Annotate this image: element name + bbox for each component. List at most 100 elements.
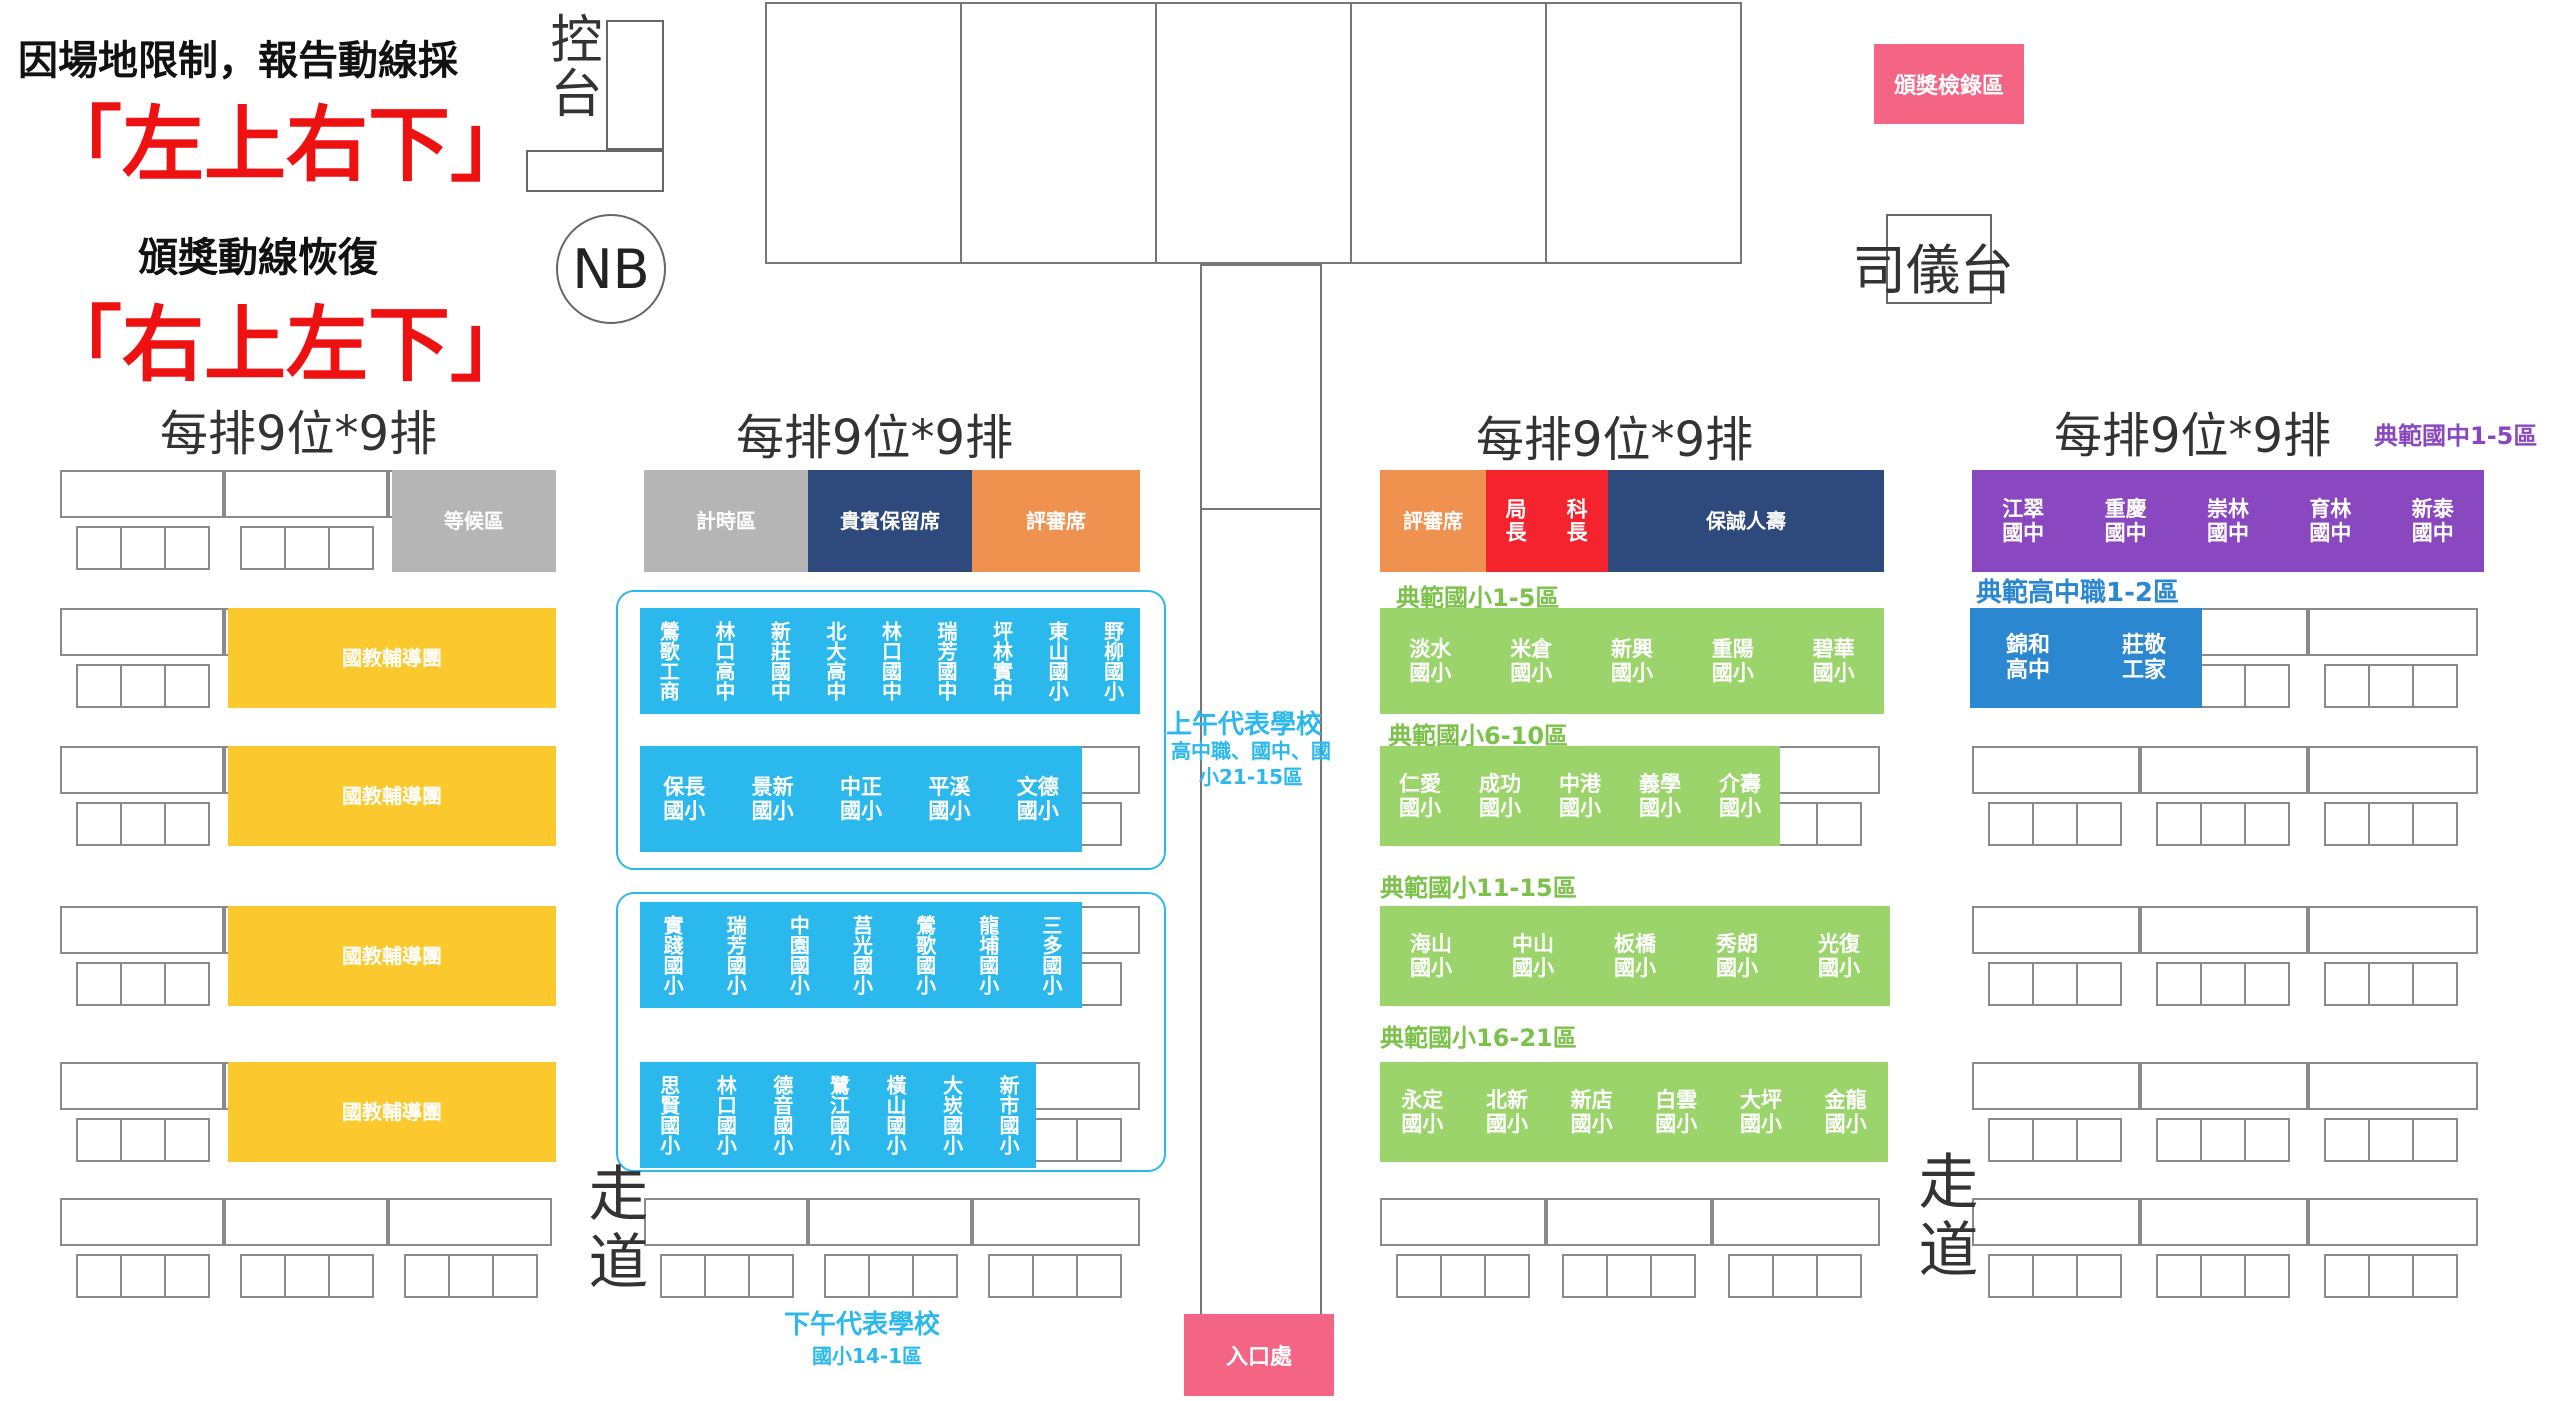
school-label: 重陽國小 <box>1711 636 1754 685</box>
aisle-left-label: 走道 <box>578 1162 648 1298</box>
seat <box>2324 1254 2370 1298</box>
seat-block <box>2140 1198 2308 1246</box>
school-label: 莒光國小 <box>849 915 874 995</box>
seat <box>1076 962 1122 1006</box>
seat <box>2368 802 2414 846</box>
seat-block <box>644 1198 808 1246</box>
seat <box>1076 1254 1122 1298</box>
seat <box>660 1254 706 1298</box>
seat <box>1988 1254 2034 1298</box>
school-label: 新市國小 <box>996 1075 1021 1155</box>
timer-zone-label: 計時區 <box>696 508 756 533</box>
stage-panel <box>960 2 1157 264</box>
seat <box>1484 1254 1530 1298</box>
seat-block <box>2308 1062 2478 1110</box>
director-label: 局長 <box>1503 498 1528 544</box>
school-label: 崇林國中 <box>2206 496 2249 545</box>
es-model-row: 永定國小北新國小新店國小白雲國小大坪國小金龍國小 <box>1380 1062 1888 1162</box>
seat <box>2324 802 2370 846</box>
seat <box>1988 962 2034 1006</box>
school-label: 坪林實中 <box>989 621 1014 701</box>
school-label: 新泰國中 <box>2411 496 2454 545</box>
seat <box>2244 1254 2290 1298</box>
section-3-title: 每排9位*9排 <box>1476 412 1754 468</box>
seat <box>2244 802 2290 846</box>
seat <box>1728 1254 1774 1298</box>
seat <box>2368 1118 2414 1162</box>
seat <box>328 526 374 570</box>
pm-schools-sub: 國小14-1區 <box>812 1344 923 1368</box>
seat <box>164 1118 210 1162</box>
seat <box>284 1254 330 1298</box>
sh-model-label: 典範高中職1-2區 <box>1976 578 2179 608</box>
am-schools-sub: 高中職、國中、國小21-15區 <box>1171 739 1331 789</box>
entrance-label: 入口處 <box>1225 1345 1292 1370</box>
seat <box>748 1254 794 1298</box>
school-label: 錦和高中 <box>2005 632 2050 683</box>
seat <box>2200 802 2246 846</box>
seat-block <box>224 1198 388 1246</box>
seat <box>1988 802 2034 846</box>
school-label: 三多國小 <box>1038 915 1063 995</box>
seat-block <box>60 746 224 794</box>
seat <box>1650 1254 1696 1298</box>
stage-panel <box>1545 2 1742 264</box>
seat <box>2076 1254 2122 1298</box>
pm-school-row: 實踐國小瑞芳國小中園國小莒光國小鶯歌國小龍埔國小三多國小 <box>640 902 1082 1008</box>
seat-block <box>2308 906 2478 954</box>
stage-panel <box>1350 2 1547 264</box>
seat <box>1816 802 1862 846</box>
seat-block <box>2308 1198 2478 1246</box>
school-label: 育林國中 <box>2309 496 2352 545</box>
seat <box>2032 802 2078 846</box>
seat-block <box>60 470 224 518</box>
jh-model-row: 江翠國中重慶國中崇林國中育林國中新泰國中 <box>1972 470 2484 572</box>
es-model-row: 仁愛國小成功國小中港國小義學國小介壽國小 <box>1380 746 1780 846</box>
seat-block <box>60 608 224 656</box>
seat <box>76 526 122 570</box>
seat <box>404 1254 450 1298</box>
am-schools-frame <box>616 590 1166 870</box>
seat <box>2324 664 2370 708</box>
seat <box>2076 962 2122 1006</box>
seat <box>76 962 122 1006</box>
seat <box>120 962 166 1006</box>
school-label: 文德國小 <box>1016 774 1059 823</box>
stage-panel <box>765 2 962 264</box>
seat <box>328 1254 374 1298</box>
emcee-desk <box>1886 214 1992 304</box>
jh-model-label: 典範國中1-5區 <box>2374 422 2538 450</box>
note-report-route: 因場地限制，報告動線採 <box>18 38 458 84</box>
section-4-title: 每排9位*9排 <box>2054 408 2332 464</box>
seat-block <box>2140 746 2308 794</box>
school-label: 中港國小 <box>1558 771 1601 820</box>
seat <box>2412 802 2458 846</box>
seat <box>164 962 210 1006</box>
seat-block <box>2140 1062 2308 1110</box>
school-label: 中正國小 <box>839 774 882 823</box>
school-label: 米倉國小 <box>1510 636 1553 685</box>
school-label: 板橋國小 <box>1613 931 1656 980</box>
director-seat: 局長 <box>1486 470 1544 572</box>
seat <box>2200 1118 2246 1162</box>
school-label: 鶯歌工商 <box>656 621 681 701</box>
seat-block <box>972 1198 1140 1246</box>
school-label: 平溪國小 <box>928 774 971 823</box>
school-label: 北大高中 <box>822 621 847 701</box>
am-school-row: 鶯歌工商林口高中新莊國中北大高中林口國中瑞芳國中坪林實中東山國小野柳國小 <box>640 608 1140 714</box>
seat <box>2244 1118 2290 1162</box>
sponsor-label: 保誠人壽 <box>1706 508 1786 533</box>
school-label: 大崁國小 <box>939 1075 964 1155</box>
main-stage <box>765 2 1742 264</box>
seat-block <box>2308 746 2478 794</box>
seat <box>2368 1254 2414 1298</box>
seat-block <box>1972 1198 2140 1246</box>
seat <box>2200 962 2246 1006</box>
seat <box>76 1118 122 1162</box>
seat <box>2412 1254 2458 1298</box>
school-label: 成功國小 <box>1478 771 1521 820</box>
seat <box>1396 1254 1442 1298</box>
seat <box>120 1118 166 1162</box>
sponsor-zone: 保誠人壽 <box>1608 470 1884 572</box>
seat <box>2368 664 2414 708</box>
